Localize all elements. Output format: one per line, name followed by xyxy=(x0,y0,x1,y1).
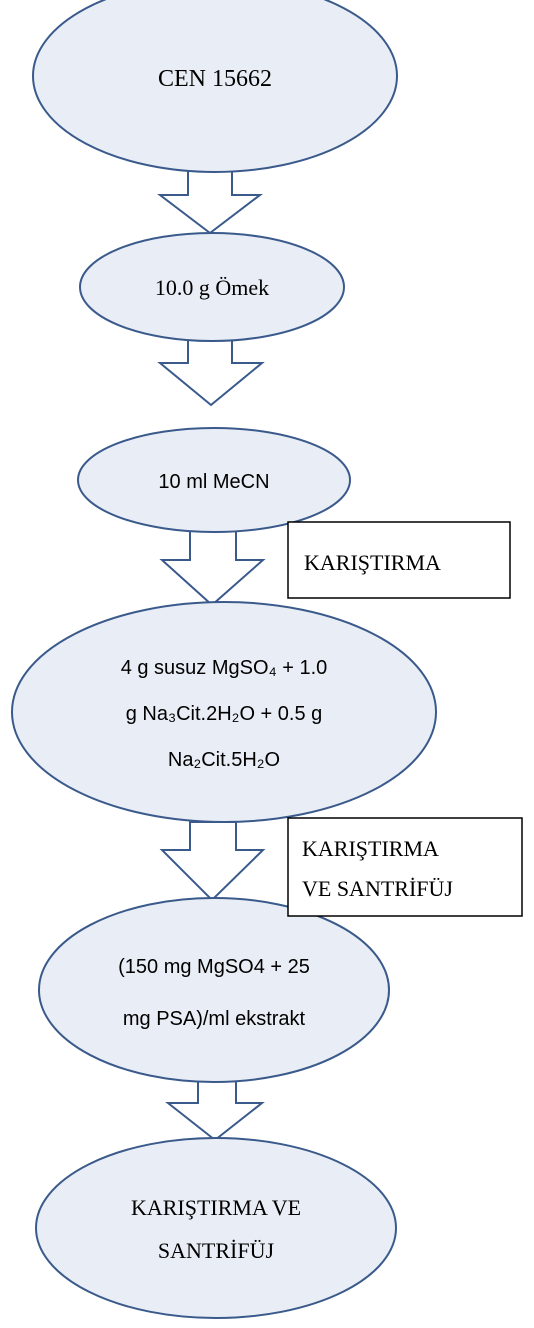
node-cen-15662: CEN 15662 xyxy=(32,0,398,173)
node-label: 4 g susuz MgSO₄ + 1.0 xyxy=(121,657,328,679)
node-label: 10.0 g Ömek xyxy=(155,275,269,300)
note-mix-centrifuge: KARIŞTIRMA VE SANTRİFÜJ xyxy=(287,817,523,917)
arrow-down xyxy=(157,336,265,407)
arrow-down xyxy=(165,1072,265,1142)
node-label: (150 mg MgSO4 + 25 xyxy=(118,956,310,978)
node-label: KARIŞTIRMA VE xyxy=(131,1195,301,1220)
node-label: g Na₃Cit.2H₂O + 0.5 g xyxy=(126,703,323,725)
node-mecn: 10 ml MeCN xyxy=(77,427,351,533)
arrow-down xyxy=(157,169,263,235)
node-final: KARIŞTIRMA VE SANTRİFÜJ xyxy=(35,1137,397,1319)
node-label: mg PSA)/ml ekstrakt xyxy=(123,1008,306,1030)
node-salts: 4 g susuz MgSO₄ + 1.0 g Na₃Cit.2H₂O + 0.… xyxy=(11,601,437,823)
arrow-down xyxy=(159,821,266,902)
note-mix: KARIŞTIRMA xyxy=(287,521,511,599)
node-label: Na₂Cit.5H₂O xyxy=(168,749,280,771)
note-label: KARIŞTIRMA xyxy=(302,836,439,861)
node-sample: 10.0 g Ömek xyxy=(79,232,345,342)
node-label: 10 ml MeCN xyxy=(158,471,269,493)
node-label: SANTRİFÜJ xyxy=(158,1238,275,1263)
arrow-down xyxy=(159,529,266,607)
note-label: KARIŞTIRMA xyxy=(304,550,441,575)
node-label: CEN 15662 xyxy=(158,66,272,92)
node-cleanup: (150 mg MgSO4 + 25 mg PSA)/ml ekstrakt xyxy=(38,897,390,1083)
note-label: VE SANTRİFÜJ xyxy=(302,876,453,901)
